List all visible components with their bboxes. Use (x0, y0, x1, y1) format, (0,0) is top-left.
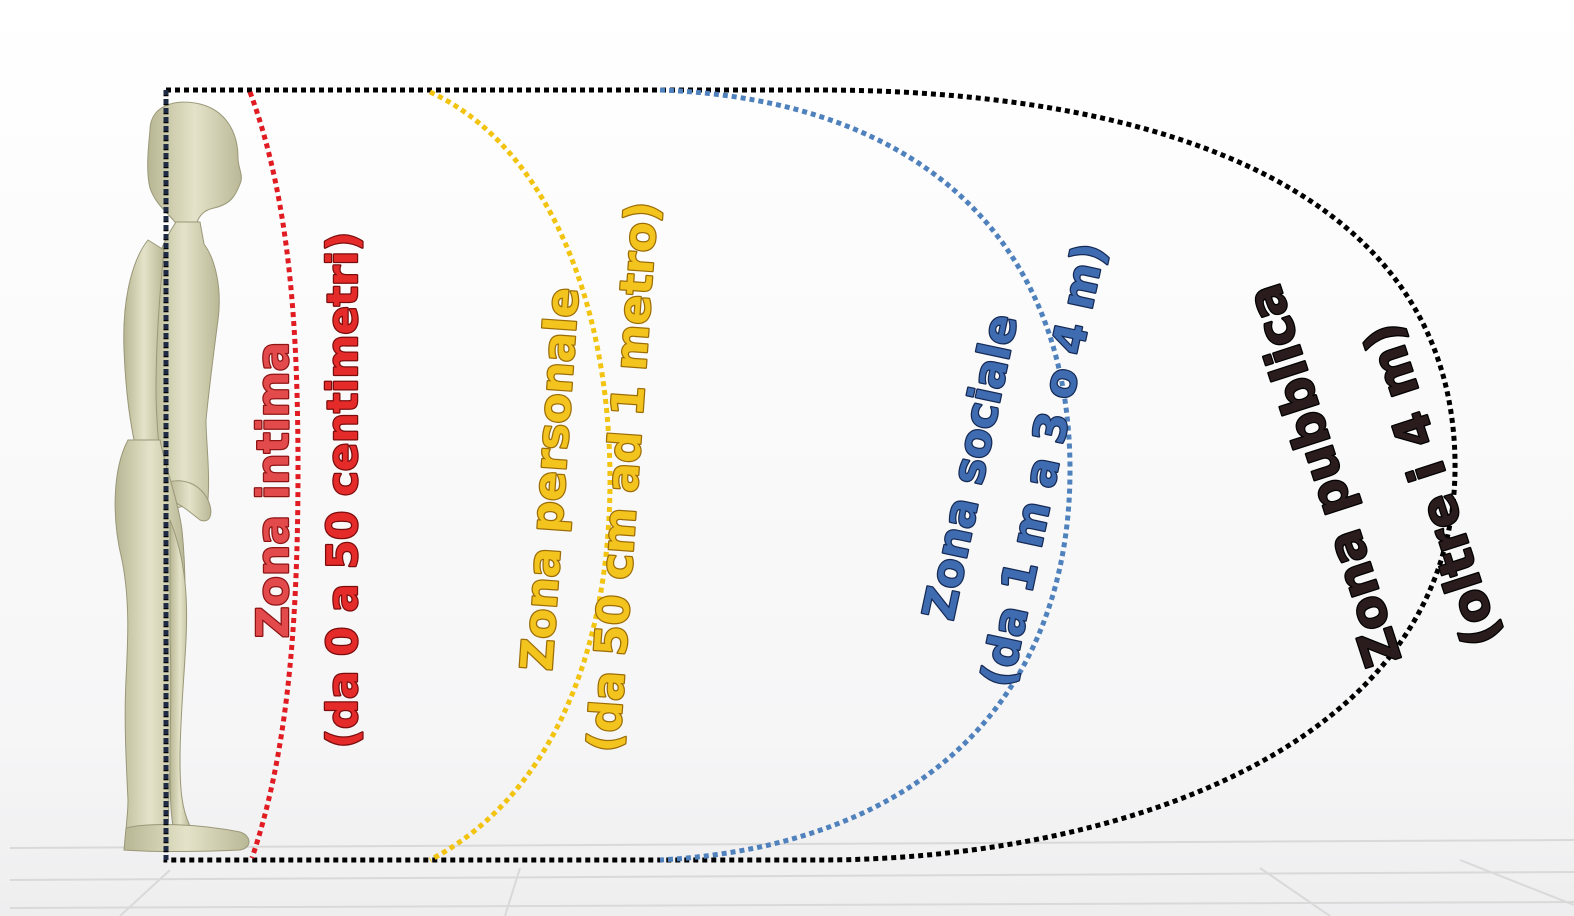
zona-intima-label: Zona intima (248, 342, 299, 639)
zona-personale-label: Zona personale (512, 286, 590, 672)
zona-personale-range: (da 50 cm ad 1 metro) (579, 200, 668, 754)
zone-labels: Zona intima (da 0 a 50 centimetri) Zona … (248, 200, 1511, 754)
floor-grid (10, 840, 1574, 916)
human-figure (115, 102, 249, 851)
zona-sociale-boundary (660, 90, 1070, 860)
zona-intima-range: (da 0 a 50 centimetri) (318, 232, 367, 749)
